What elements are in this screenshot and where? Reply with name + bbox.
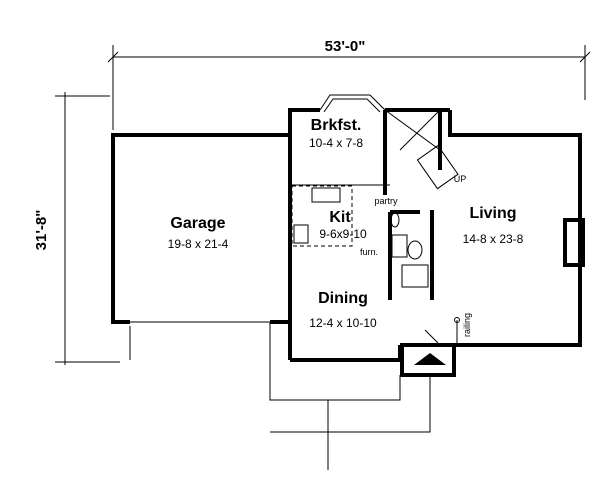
depth-dimension: 31'-8" [33, 92, 120, 365]
room-kit-size: 9-6x9-10 [319, 227, 367, 241]
room-brkfst-name: Brkfst. [311, 117, 362, 134]
room-garage-name: Garage [170, 215, 225, 232]
room-living-name: Living [469, 205, 516, 222]
room-brkfst-size: 10-4 x 7-8 [309, 136, 363, 150]
width-dimension: 53'-0" [107, 38, 591, 130]
stairs-up-label: UP [454, 174, 467, 184]
room-dining-size: 12-4 x 10-10 [309, 316, 377, 330]
depth-label: 31'-8" [33, 210, 50, 251]
railing-label: railing [462, 313, 472, 337]
room-garage-size: 19-8 x 21-4 [168, 237, 229, 251]
furnace-label: furn. [360, 247, 378, 257]
pantry-label: partry [374, 196, 398, 206]
house-walls [288, 94, 585, 377]
garage-walls [111, 133, 290, 360]
fireplace [563, 218, 585, 267]
room-living-size: 14-8 x 23-8 [463, 232, 524, 246]
room-kit-name: Kit [329, 209, 351, 226]
site-lines [269, 322, 431, 470]
width-label: 53'-0" [325, 38, 366, 55]
room-dining-name: Dining [318, 290, 368, 307]
